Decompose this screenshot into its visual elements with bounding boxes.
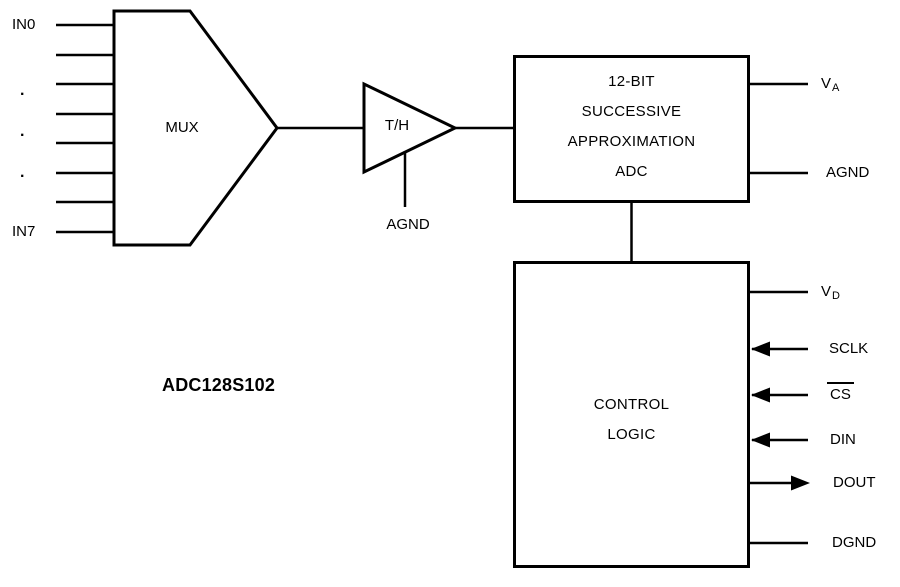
din-input-arrowhead-icon: [751, 432, 770, 448]
pin-label-agnd: AGND: [826, 164, 870, 181]
part-number-label: ADC128S102: [162, 375, 276, 395]
input-ellipsis-dot: .: [20, 123, 25, 140]
control-block-text-line: CONTROL: [593, 396, 670, 413]
adc-block: 12-BIT SUCCESSIVE APPROXIMATION ADC: [513, 55, 750, 203]
th-agnd-label: AGND: [386, 216, 430, 233]
pin-label-va-sub: A: [832, 82, 840, 94]
th-amplifier-shape: [362, 81, 459, 175]
cs-input-arrowhead-icon: [751, 387, 770, 403]
pin-label-va: VA: [821, 75, 839, 94]
adc-block-text-line: SUCCESSIVE: [581, 103, 682, 120]
adc-block-text-line: ADC: [615, 163, 648, 180]
pin-label-vd-sub: D: [832, 290, 840, 302]
pin-label-sclk: SCLK: [829, 340, 869, 357]
input-ellipsis-dot: .: [20, 82, 25, 99]
pin-label-cs-text: CS: [827, 382, 854, 404]
th-label: T/H: [384, 117, 410, 134]
pin-label-din: DIN: [830, 431, 856, 448]
adc-block-text-line: 12-BIT: [608, 73, 655, 90]
mux-shape: [112, 9, 279, 247]
dout-output-arrowhead-icon: [791, 475, 810, 491]
mux-input-label-in0: IN0: [12, 16, 36, 33]
pin-label-vd: VD: [821, 283, 840, 302]
adc-block-text-line: APPROXIMATION: [567, 133, 696, 150]
mux-label: MUX: [165, 119, 199, 136]
pin-label-dgnd: DGND: [832, 534, 877, 551]
pin-label-vd-base: V: [821, 283, 832, 300]
mux-input-label-in7: IN7: [12, 223, 36, 240]
pin-label-dout: DOUT: [833, 474, 876, 491]
pin-label-cs: CS: [827, 382, 854, 404]
control-block-text-line: LOGIC: [607, 426, 656, 443]
control-logic-block: CONTROL LOGIC: [513, 261, 750, 568]
sclk-input-arrowhead-icon: [751, 341, 770, 357]
pin-label-va-base: V: [821, 75, 832, 92]
input-ellipsis-dot: .: [20, 164, 25, 181]
